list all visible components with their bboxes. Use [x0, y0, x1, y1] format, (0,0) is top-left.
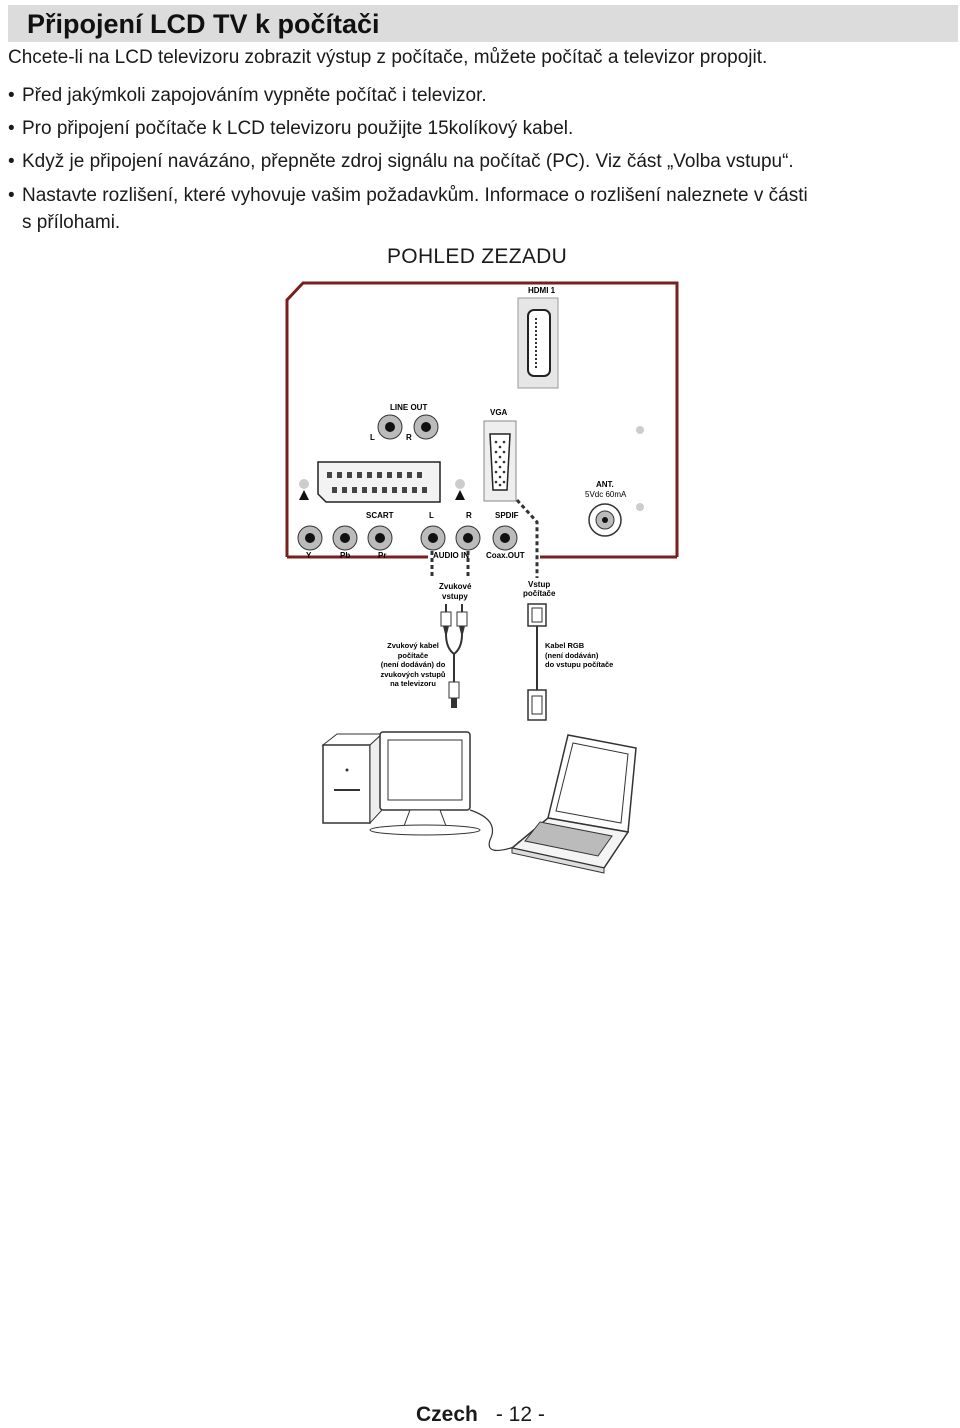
- monitor-illustration: [369, 731, 481, 836]
- audio-cable-callout-line: na televizoru: [390, 679, 436, 688]
- audio-cable-split: [445, 633, 463, 656]
- audio-plug-bottom: [448, 681, 460, 708]
- audio-cable-callout: Zvukový kabel počítače (není dodáván) do…: [380, 641, 445, 688]
- coax-out-label: Coax.OUT: [486, 551, 525, 560]
- line-out-r-label: R: [406, 433, 412, 442]
- audio-cable-callout-line: počítače: [398, 651, 428, 660]
- scart-port: [317, 461, 441, 503]
- audio-r-label: R: [466, 511, 472, 520]
- audio-in-r-jack: [455, 525, 481, 551]
- hdmi-port: [517, 297, 559, 389]
- rgb-cable-callout-line: (není dodáván): [545, 651, 599, 660]
- line-out-label: LINE OUT: [390, 403, 427, 412]
- component-pr-label: Pr: [378, 551, 386, 560]
- audio-in-label: AUDIO IN: [433, 551, 469, 560]
- bullet-text: Před jakýmkoli zapojováním vypněte počít…: [22, 85, 487, 106]
- footer-language: Czech: [416, 1403, 478, 1426]
- bullet-marker: •: [8, 151, 15, 172]
- title-bar: Připojení LCD TV k počítači: [8, 5, 958, 42]
- audio-cable-callout-line: zvukových vstupů: [380, 670, 445, 679]
- pc-input-callout-2: počítače: [523, 589, 556, 598]
- line-out-jack-l: [377, 414, 403, 440]
- bullet-item: • Nastavte rozlišení, které vyhovuje vaši…: [8, 185, 808, 207]
- page-footer: Czech - 12 -: [416, 1403, 545, 1427]
- bullet-marker: •: [8, 85, 15, 106]
- bullet-continuation: s přílohami.: [22, 212, 121, 233]
- desktop-tower-illustration: [321, 732, 384, 825]
- rca-plug-top-right: [456, 604, 468, 634]
- tv-back-panel: [285, 281, 679, 557]
- audio-inputs-callout-2: vstupy: [442, 592, 468, 601]
- vga-plug-bottom: [527, 689, 547, 721]
- audio-inputs-callout-1: Zvukové: [439, 582, 472, 591]
- spdif-label: SPDIF: [495, 511, 519, 520]
- audio-in-l-jack: [420, 525, 446, 551]
- component-y-label: Y: [306, 551, 312, 560]
- line-out-l-label: L: [370, 433, 375, 442]
- vga-port: [483, 420, 517, 502]
- bullet-text: Nastavte rozlišení, které vyhovuje vašim…: [22, 185, 808, 206]
- bullet-item: • Před jakýmkoli zapojováním vypněte počí…: [8, 85, 487, 107]
- component-pr-jack: [367, 525, 393, 551]
- indicator-dot: [636, 426, 644, 434]
- page-number: - 12 -: [495, 1403, 545, 1426]
- vga-plug-top: [527, 603, 547, 627]
- indicator-dot: [636, 503, 644, 511]
- hdmi-label: HDMI 1: [528, 286, 556, 295]
- rca-plug-top-left: [440, 604, 452, 634]
- audio-cable-callout-line: Zvukový kabel: [387, 641, 439, 650]
- intro-paragraph: Chcete-li na LCD televizoru zobrazit výs…: [8, 47, 768, 68]
- page-title: Připojení LCD TV k počítači: [27, 9, 380, 39]
- laptop-illustration: [510, 734, 637, 874]
- scart-screw-right: [455, 479, 465, 500]
- antenna-port: [588, 503, 622, 537]
- scart-screw-left: [299, 479, 309, 500]
- vga-label: VGA: [490, 408, 508, 417]
- bullet-item: • Pro připojení počítače k LCD televizoru…: [8, 118, 573, 140]
- antenna-power-label: 5Vdc 60mA: [585, 490, 627, 499]
- rgb-cable-callout-line: do vstupu počítače: [545, 660, 613, 669]
- line-out-jack-r: [413, 414, 439, 440]
- bullet-text: Pro připojení počítače k LCD televizoru …: [22, 118, 574, 139]
- scart-label: SCART: [366, 511, 394, 520]
- rgb-cable-callout: Kabel RGB (není dodáván) do vstupu počít…: [545, 641, 613, 669]
- antenna-label: ANT.: [596, 480, 614, 489]
- component-y-jack: [297, 525, 323, 551]
- spdif-jack: [492, 525, 518, 551]
- rgb-cable-callout-line: Kabel RGB: [545, 641, 585, 650]
- bullet-item: • Když je připojení navázáno, přepněte zd…: [8, 151, 794, 173]
- audio-cable-callout-line: (není dodáván) do: [381, 660, 446, 669]
- bullet-text: Když je připojení navázáno, přepněte zdr…: [22, 151, 794, 172]
- pc-input-callout-1: Vstup: [528, 580, 550, 589]
- rear-view-title: POHLED ZEZADU: [387, 245, 568, 268]
- component-pb-label: Pb: [340, 551, 350, 560]
- vga-connection-line: [515, 498, 539, 578]
- mouse-cable: [469, 809, 521, 851]
- bullet-marker: •: [8, 185, 15, 206]
- bullet-marker: •: [8, 118, 15, 139]
- component-pb-jack: [332, 525, 358, 551]
- audio-l-label: L: [429, 511, 434, 520]
